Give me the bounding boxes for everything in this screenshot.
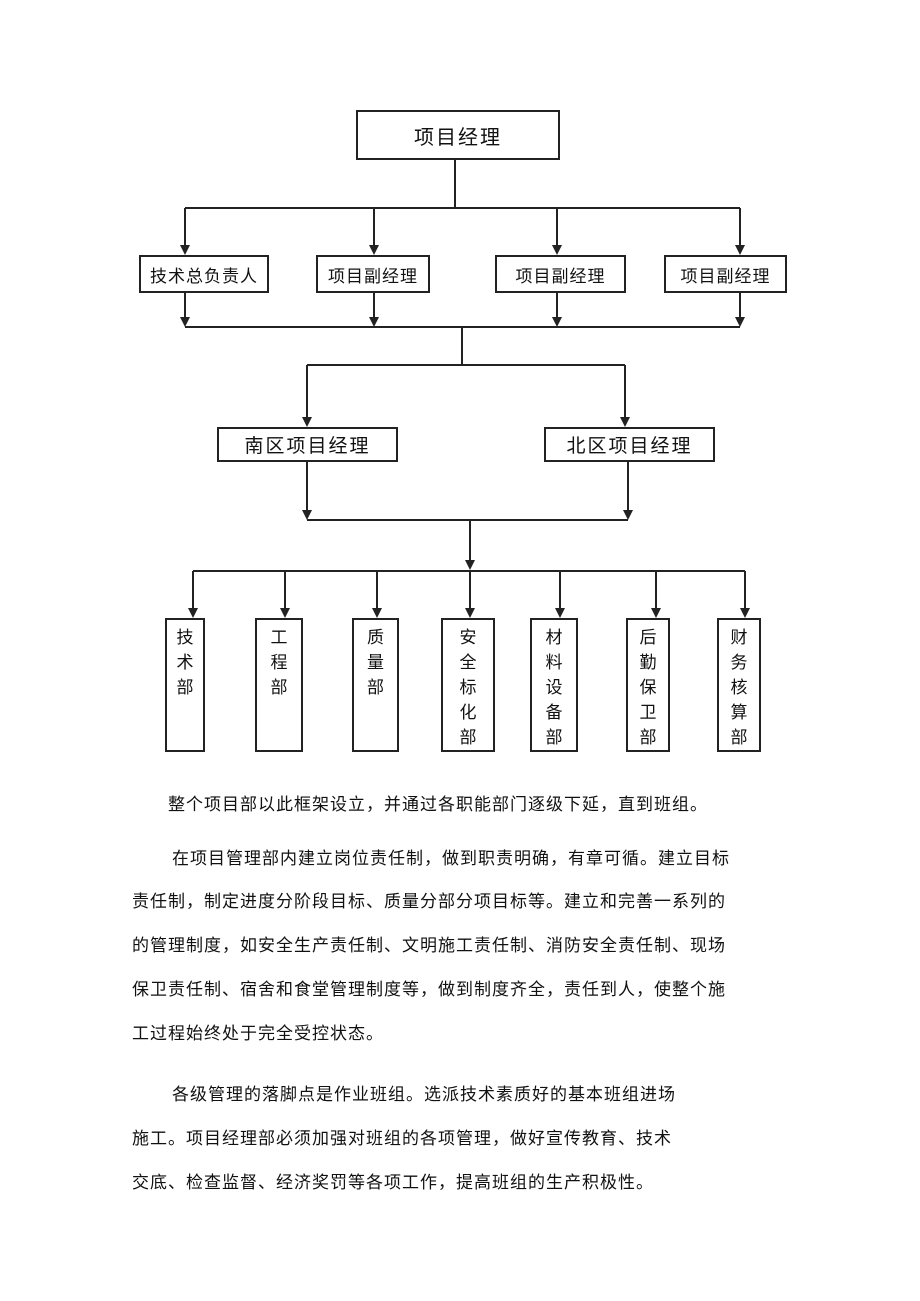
dept-label-char: 备 [545,703,563,723]
paragraph-line: 施工。项目经理部必须加强对班组的各项管理，做好宣传教育、技术 [132,1129,672,1149]
dept-engineering-box: 工程部 [255,618,303,752]
dept-label-char: 部 [730,728,748,748]
dept-label-char: 部 [176,678,194,698]
dept-label-char: 算 [730,703,748,723]
dept-quality-box: 质量部 [352,618,399,752]
dept-logistics-box: 后勤保卫部 [626,618,670,752]
dept-label-char: 量 [367,653,384,673]
paragraph-line: 责任制，制定进度分阶段目标、质量分部分项目标等。建立和完善一系列的 [132,892,726,912]
paragraph-line: 在项目管理部内建立岗位责任制，做到职责明确，有章可循。建立目标 [172,849,730,869]
dept-label-char: 程 [270,653,288,673]
dept-label-char: 全 [459,653,477,673]
dept-label-char: 设 [545,678,563,698]
dept-label-char: 技 [176,628,194,648]
dept-label-char: 材 [545,628,563,648]
paragraph-line: 交底、检查监督、经济奖罚等各项工作，提高班组的生产积极性。 [132,1173,654,1193]
dept-label-char: 后 [639,628,657,648]
paragraph-line: 保卫责任制、宿舍和食堂管理制度等，做到制度齐全，责任到人，使整个施 [132,980,726,1000]
dept-label-char: 部 [459,728,477,748]
dept-label-char: 标 [459,678,477,698]
project-manager-box: 项目经理 [356,110,560,160]
dept-label-char: 财 [730,628,748,648]
deputy-manager-box-2: 项目副经理 [495,255,626,293]
dept-label-char: 勤 [639,653,657,673]
deputy-manager-box-3: 项目副经理 [664,255,787,293]
paragraph-line: 各级管理的落脚点是作业班组。选派技术素质好的基本班组进场 [172,1085,676,1105]
south-area-manager-box: 南区项目经理 [217,427,398,462]
dept-label-char: 务 [730,653,748,673]
dept-finance-box: 财务核算部 [717,618,761,752]
dept-label-char: 卫 [639,703,657,723]
paragraph-line: 工过程始终处于完全受控状态。 [132,1024,384,1044]
dept-label-char: 料 [545,653,563,673]
dept-label-char: 质 [367,628,384,648]
dept-label-char: 部 [367,678,384,698]
org-chart: 项目经理 技术总负责人 项目副经理 项目副经理 项目副经理 南区项目经理 北区项… [139,110,787,752]
connector-lines [180,160,750,618]
dept-label-char: 工 [270,628,288,648]
dept-label-char: 保 [639,678,657,698]
dept-label-char: 安 [459,628,477,648]
north-area-manager-box: 北区项目经理 [544,427,715,462]
paragraph-intro: 整个项目部以此框架设立，并通过各职能部门逐级下延，直到班组。 [168,795,708,815]
dept-label-char: 化 [459,703,477,723]
dept-label-char: 部 [639,728,657,748]
dept-safety-box: 安全标化部 [441,618,495,752]
paragraph-line: 的管理制度，如安全生产责任制、文明施工责任制、消防安全责任制、现场 [132,936,726,956]
dept-label-char: 部 [545,728,563,748]
dept-label-char: 部 [270,678,288,698]
dept-label-char: 核 [730,678,748,698]
deputy-manager-box-1: 项目副经理 [316,255,430,293]
dept-label-char: 术 [176,653,194,673]
dept-tech-box: 技术部 [165,618,205,752]
tech-chief-box: 技术总负责人 [139,255,269,293]
dept-materials-box: 材料设备部 [530,618,578,752]
